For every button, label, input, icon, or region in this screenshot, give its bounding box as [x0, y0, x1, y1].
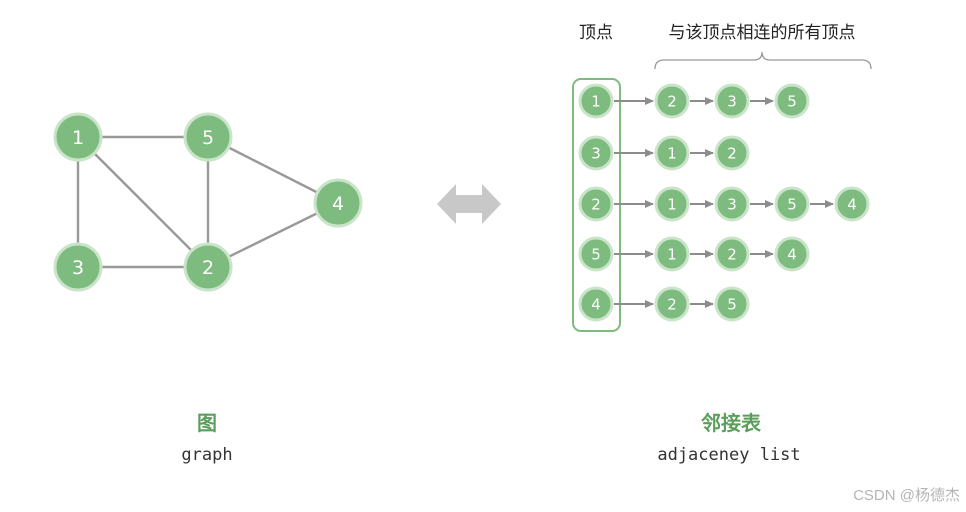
- node-label: 1: [667, 195, 677, 213]
- adjacency-row-5: 5 1 2 4: [578, 236, 810, 272]
- node-label: 5: [727, 295, 737, 313]
- vertex-node-2: 2: [578, 186, 614, 222]
- node-label: 4: [332, 193, 344, 215]
- vertex-node-1: 1: [578, 83, 614, 119]
- graph-caption-en: graph: [181, 445, 232, 465]
- graph-node-4: 4: [313, 178, 363, 228]
- node-label: 4: [787, 245, 797, 263]
- neighbor-node-1: 1: [654, 186, 690, 222]
- vertex-node-3: 3: [578, 135, 614, 171]
- adjacency-caption-en: adjaceney list: [657, 445, 800, 465]
- vertex-node-4: 4: [578, 286, 614, 322]
- header-neighbors: 与该顶点相连的所有顶点: [669, 23, 856, 43]
- neighbor-node-3: 3: [714, 83, 750, 119]
- neighbor-node-2: 2: [654, 286, 690, 322]
- graph-edge-1-2: [77, 136, 209, 268]
- neighbor-node-5: 5: [714, 286, 750, 322]
- graph-node-2: 2: [183, 242, 233, 292]
- neighbor-node-4: 4: [834, 186, 870, 222]
- graph-node-5: 5: [183, 112, 233, 162]
- node-label: 1: [591, 92, 601, 110]
- adjacency-row-1: 1 2 3 5: [578, 83, 810, 119]
- vertex-node-5: 5: [578, 236, 614, 272]
- adjacency-row-2: 2 1 3 5 4: [578, 186, 870, 222]
- node-label: 5: [787, 195, 797, 213]
- node-label: 1: [667, 144, 677, 162]
- adjacency-rows: 1 2 3 5 3 1 2 2 1 3 5 4 5 1 2 4 4 2 5: [578, 83, 870, 322]
- graph-node-3: 3: [53, 242, 103, 292]
- adjacency-caption-zh: 邻接表: [701, 411, 762, 435]
- neighbor-node-1: 1: [654, 236, 690, 272]
- neighbor-node-2: 2: [654, 83, 690, 119]
- graph-nodes: 1 5 4 3 2: [53, 112, 363, 292]
- adjacency-row-3: 3 1 2: [578, 135, 750, 171]
- neighbor-node-2: 2: [714, 236, 750, 272]
- graph-node-1: 1: [53, 112, 103, 162]
- node-label: 3: [727, 92, 737, 110]
- neighbor-node-4: 4: [774, 236, 810, 272]
- node-label: 5: [787, 92, 797, 110]
- node-label: 5: [202, 127, 214, 149]
- header-vertex: 顶点: [579, 23, 613, 43]
- node-label: 4: [591, 295, 601, 313]
- neighbor-node-3: 3: [714, 186, 750, 222]
- neighbor-node-1: 1: [654, 135, 690, 171]
- node-label: 5: [591, 245, 601, 263]
- node-label: 3: [727, 195, 737, 213]
- node-label: 2: [202, 257, 214, 279]
- graph-caption-zh: 图: [197, 411, 217, 435]
- node-label: 2: [667, 295, 677, 313]
- node-label: 1: [72, 127, 84, 149]
- node-label: 1: [667, 245, 677, 263]
- node-label: 2: [591, 195, 601, 213]
- node-label: 2: [727, 144, 737, 162]
- neighbor-node-2: 2: [714, 135, 750, 171]
- neighbor-node-5: 5: [774, 186, 810, 222]
- neighbor-node-5: 5: [774, 83, 810, 119]
- watermark: CSDN @杨德杰: [853, 486, 960, 504]
- node-label: 2: [667, 92, 677, 110]
- neighbors-brace: [654, 51, 872, 70]
- double-arrow-icon: [437, 184, 501, 224]
- node-label: 3: [591, 144, 601, 162]
- node-label: 3: [72, 257, 84, 279]
- node-label: 2: [727, 245, 737, 263]
- adjacency-row-4: 4 2 5: [578, 286, 750, 322]
- node-label: 4: [847, 195, 857, 213]
